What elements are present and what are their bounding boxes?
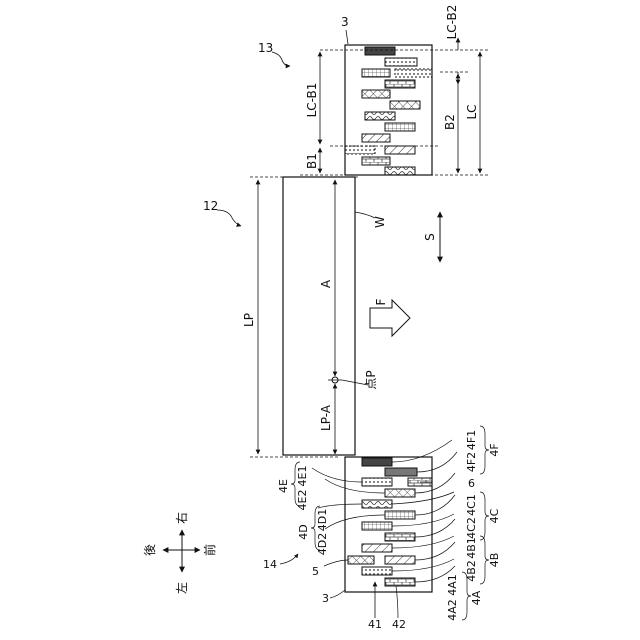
bottom-roll [385, 533, 415, 541]
label-4e2: 4E2 [296, 490, 309, 511]
bottom-roll [385, 578, 415, 586]
top-roll [385, 167, 415, 175]
label-lc-b1: LC-B1 [305, 83, 319, 118]
top-roll [385, 123, 415, 131]
top-roll [385, 58, 417, 66]
top-roll [365, 112, 395, 120]
bottom-roll [348, 556, 374, 564]
label-4c2: 4C2 [465, 517, 478, 539]
top-roll [362, 69, 390, 77]
label-4f1: 4F1 [465, 430, 478, 450]
label-right: 右 [174, 512, 189, 524]
label-lc-b2: LC-B2 [445, 5, 459, 40]
label-left: 左 [174, 582, 189, 594]
bottom-roll [385, 468, 417, 476]
bottom-roll [362, 544, 392, 552]
top-roll [390, 101, 420, 109]
label-lp-a: LP-A [319, 404, 333, 431]
label-4f: 4F [488, 443, 501, 456]
label-4d2: 4D2 [316, 533, 329, 555]
label-4a: 4A [470, 590, 483, 605]
label-4e1: 4E1 [296, 466, 309, 487]
top-roll [385, 80, 415, 88]
label-ref-42: 42 [392, 618, 406, 631]
top-roll [362, 134, 390, 142]
label-b2: B2 [443, 114, 457, 130]
label-front: 前 [202, 544, 217, 556]
label-4c1: 4C1 [465, 494, 478, 516]
bottom-roll [385, 556, 415, 564]
bottom-roll [362, 458, 392, 466]
direction-compass: 後 前 左 右 [143, 512, 217, 594]
label-s: S [423, 233, 437, 241]
label-4c: 4C [488, 508, 501, 523]
top-roll [362, 90, 390, 98]
label-ref-14: 14 [263, 558, 277, 571]
label-4a1: 4A1 [446, 574, 459, 596]
label-ref-12: 12 [203, 199, 218, 213]
label-ref-3-bottom: 3 [322, 592, 329, 605]
bottom-roll [362, 567, 392, 575]
bottom-roll [385, 511, 415, 519]
label-lp: LP [242, 313, 256, 327]
bottom-roll [362, 522, 392, 530]
label-rear: 後 [143, 544, 157, 556]
top-roll [395, 69, 432, 77]
label-4d1: 4D1 [316, 509, 329, 531]
top-roll [345, 146, 375, 154]
label-4f2: 4F2 [465, 452, 478, 472]
label-4b: 4B [488, 553, 501, 568]
label-4e: 4E [277, 479, 290, 493]
label-4d: 4D [297, 524, 310, 539]
label-point-p: 点P [364, 370, 378, 389]
label-ref-3-top: 3 [341, 15, 349, 29]
label-ref-6: 6 [468, 477, 475, 490]
workpiece-block: LP A LP-A 点P W 12 S F [203, 177, 440, 457]
top-roll-block: LC-B1 B1 LC-B2 B2 LC 3 13 [258, 5, 490, 175]
label-4a2: 4A2 [446, 599, 459, 621]
label-f: F [374, 298, 388, 305]
top-roll [385, 146, 415, 154]
label-ref-41: 41 [368, 618, 382, 631]
bottom-roll [362, 478, 392, 486]
top-roll [362, 157, 390, 165]
top-roll [365, 47, 395, 55]
label-ref-5: 5 [312, 565, 319, 578]
label-ref-13: 13 [258, 41, 273, 55]
label-b1: B1 [305, 153, 319, 169]
label-lc: LC [465, 104, 479, 119]
label-a: A [319, 279, 333, 288]
bottom-roll [385, 489, 415, 497]
bottom-roll [362, 500, 392, 508]
label-4b1: 4B1 [465, 537, 478, 559]
bottom-roll-block: 4F1 4F2 4F 6 4C1 4C2 4C 4B1 4B2 4B 4A1 4… [263, 426, 501, 631]
